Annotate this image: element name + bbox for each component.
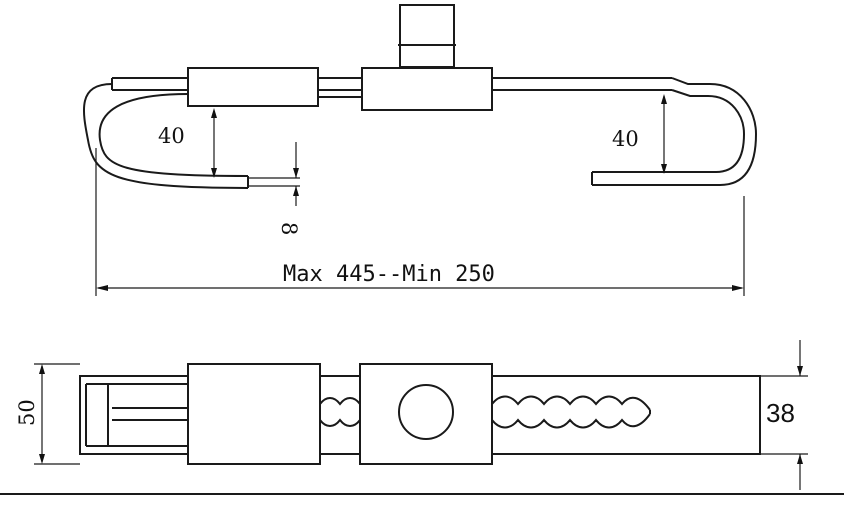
left-slide-block: [187, 67, 319, 107]
dim-arrow: [293, 168, 299, 178]
top-post: [399, 4, 455, 46]
left-hook-inner: [98, 93, 249, 177]
dim-rod-thickness: 8: [277, 222, 301, 235]
tooth-slot-right-top: [491, 395, 651, 411]
dim-arrow: [732, 285, 744, 291]
dim-arrow: [661, 164, 667, 174]
left-block: [187, 363, 321, 465]
dim-arrow: [211, 108, 217, 118]
dim-arrow: [211, 168, 217, 178]
dim-arrow: [293, 186, 299, 196]
center-block-bottom: [359, 363, 493, 465]
dim-hook-depth-right: 40: [612, 127, 639, 151]
center-block: [361, 67, 493, 111]
dim-arrow: [39, 364, 45, 374]
dim-bar-height: 38: [766, 398, 795, 428]
dim-arrow: [661, 94, 667, 104]
dim-arrow: [96, 285, 108, 291]
tooth-slot-left-bottom: [319, 418, 361, 427]
dim-arrow: [797, 366, 803, 376]
left-hook-outer: [83, 83, 249, 189]
dim-hook-depth-left: 40: [158, 124, 185, 148]
dim-arrow: [39, 454, 45, 464]
dim-overall-height: 50: [15, 399, 39, 426]
tooth-slot-right-bottom: [491, 413, 651, 429]
dim-arrow: [797, 454, 803, 464]
center-hole: [398, 384, 454, 440]
tooth-slot-left-top: [319, 397, 361, 406]
bottom-view: 50 38: [0, 340, 844, 495]
dim-length-range: Max 445--Min 250: [283, 262, 495, 287]
right-hook-inner: [592, 89, 746, 173]
top-post-neck: [399, 44, 455, 68]
right-hook-outer: [592, 77, 758, 186]
top-view: 40 40 8 Max 445--Min 250: [83, 4, 758, 296]
